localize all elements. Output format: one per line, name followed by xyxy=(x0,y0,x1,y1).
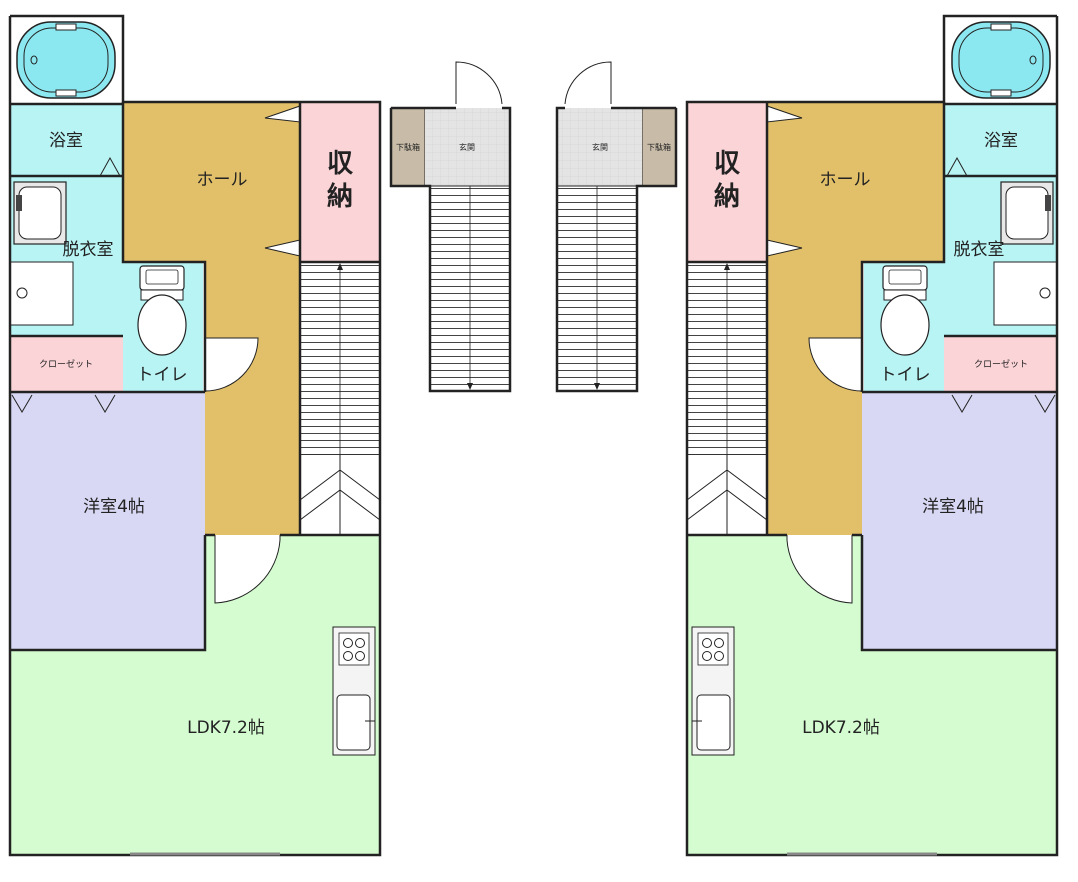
hall-label-right: ホール xyxy=(820,170,871,190)
dressing-room-label-right: 脱衣室 xyxy=(954,240,1005,260)
ldk-label-right: LDK7.2帖 xyxy=(802,718,880,738)
shoe-box-label-right: 下駄箱 xyxy=(647,142,671,152)
bathroom-label-right: 浴室 xyxy=(984,131,1018,151)
storage-label-1-right: 収 xyxy=(714,149,741,179)
entrance-label-right: 玄関 xyxy=(592,142,608,152)
western-room-label-right: 洋室4帖 xyxy=(922,497,984,517)
closet-label-right: クローゼット xyxy=(974,358,1028,370)
storage-label-2-right: 納 xyxy=(714,181,740,212)
unit-left xyxy=(8,14,512,857)
unit-right-labels: 浴室 脱衣室 クローゼット トイレ ホール 収 納 洋室4帖 LDK7.2帖 下… xyxy=(592,131,1028,738)
toilet-label-right: トイレ xyxy=(880,365,931,385)
